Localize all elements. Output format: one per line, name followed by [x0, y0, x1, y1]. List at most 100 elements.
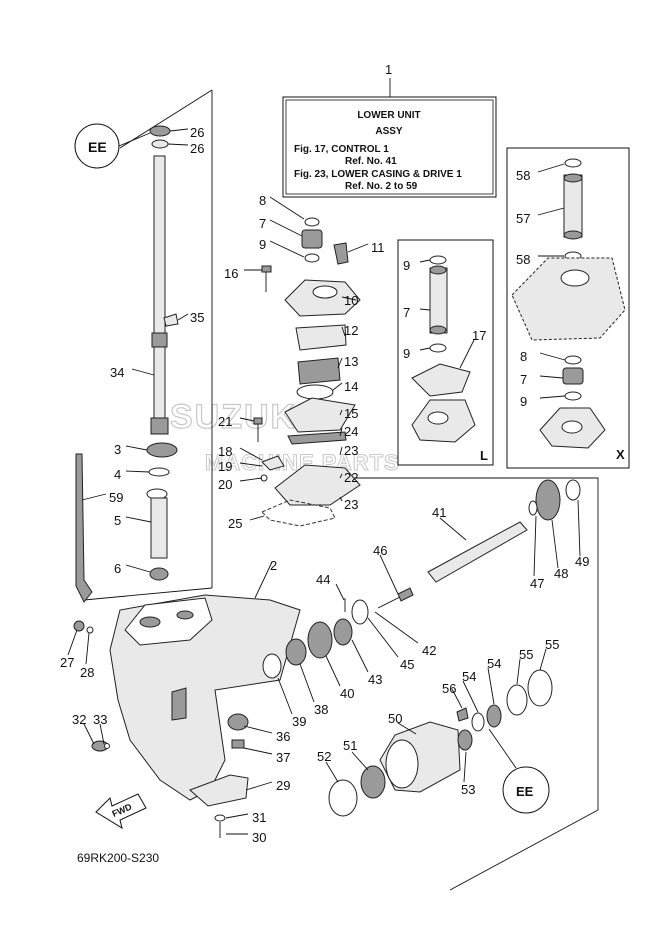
- callout-leader-5: [125, 516, 152, 523]
- callout-leader-23: [339, 496, 343, 502]
- callout-leader-43: [351, 639, 369, 673]
- callout-leader-50: [397, 722, 417, 735]
- callout-42: 42: [422, 643, 436, 658]
- callout-49: 49: [575, 554, 589, 569]
- callout-leader-26: [167, 143, 189, 146]
- callout-47: 47: [530, 576, 544, 591]
- callout-leader-31: [225, 813, 249, 819]
- callout-leader-42: [374, 611, 419, 644]
- callout-leader-11: [347, 243, 369, 253]
- callout-56: 56: [442, 681, 456, 696]
- callout-4: 4: [114, 467, 121, 482]
- callout-leader-33: [99, 723, 105, 745]
- callout-leader-9: [419, 259, 431, 263]
- callout-15: 15: [344, 406, 358, 421]
- propeller-housing-assembly: EE: [328, 669, 553, 817]
- callout-14: 14: [344, 379, 358, 394]
- callout-6: 6: [114, 561, 121, 576]
- callout-58: 58: [516, 252, 530, 267]
- svg-text:EE: EE: [88, 139, 107, 155]
- callout-55: 55: [545, 637, 559, 652]
- callout-16: 16: [224, 266, 238, 281]
- callout-13: 13: [344, 354, 358, 369]
- callout-leader-24: [339, 427, 343, 437]
- callout-25: 25: [228, 516, 242, 531]
- info-box-line3: Fig. 23, LOWER CASING & DRIVE 1: [294, 169, 462, 180]
- callout-53: 53: [461, 782, 475, 797]
- callout-leader-54: [487, 667, 495, 705]
- callout-leader-18: [239, 447, 263, 461]
- callout-leader-21: [239, 417, 255, 422]
- callout-9: 9: [520, 394, 527, 409]
- callout-26: 26: [190, 125, 204, 140]
- callout-31: 31: [252, 810, 266, 825]
- water-pump-assembly: [253, 217, 361, 527]
- variant-box-x: X: [506, 147, 630, 469]
- svg-text:EE: EE: [516, 784, 534, 799]
- callout-leader-58: [537, 163, 565, 173]
- callout-7: 7: [403, 305, 410, 320]
- info-box-line4: Ref. No. 2 to 59: [345, 181, 418, 192]
- info-box-line2: Ref. No. 41: [345, 156, 397, 167]
- callout-leader-3: [125, 445, 148, 451]
- callout-22: 22: [344, 470, 358, 485]
- callout-5: 5: [114, 513, 121, 528]
- callout-28: 28: [80, 665, 94, 680]
- callout-leader-22: [339, 473, 343, 479]
- callout-leader-34: [131, 368, 155, 376]
- callout-leader-55: [539, 648, 547, 671]
- callout-leader-48: [551, 519, 559, 569]
- callout-7: 7: [520, 372, 527, 387]
- callout-10: 10: [344, 293, 358, 308]
- callout-leader-25: [249, 515, 265, 521]
- main-frame: [83, 89, 599, 891]
- callout-leader-53: [463, 751, 467, 783]
- callout-leader-40: [325, 655, 341, 687]
- callout-leader-13: [337, 357, 343, 369]
- callout-leader-9: [419, 347, 431, 351]
- callout-7: 7: [259, 216, 266, 231]
- callout-2: 2: [270, 558, 277, 573]
- callout-leader-38: [299, 663, 315, 703]
- callout-leader-7: [419, 308, 431, 311]
- figure-code: 69RK200-S230: [77, 851, 159, 865]
- callout-46: 46: [373, 543, 387, 558]
- callout-44: 44: [316, 572, 330, 587]
- callout-54: 54: [487, 656, 501, 671]
- callout-17: 17: [472, 328, 486, 343]
- callout-33: 33: [93, 712, 107, 727]
- callout-3: 3: [114, 442, 121, 457]
- callout-leader-52: [325, 761, 339, 783]
- callout-leader-54: [462, 680, 479, 713]
- callout-leader-10: [341, 296, 357, 301]
- callout-leader-55: [516, 658, 521, 685]
- callout-leader-39: [277, 677, 293, 715]
- fwd-arrow: FWD: [95, 793, 147, 830]
- propeller-shaft-assembly: [262, 479, 581, 679]
- callout-55: 55: [519, 647, 533, 662]
- callout-52: 52: [317, 749, 331, 764]
- callout-38: 38: [314, 702, 328, 717]
- drive-shaft-assembly: EE: [74, 123, 179, 603]
- callout-57: 57: [516, 211, 530, 226]
- callout-9: 9: [403, 258, 410, 273]
- callout-21: 21: [218, 414, 232, 429]
- callout-9: 9: [259, 237, 266, 252]
- callout-32: 32: [72, 712, 86, 727]
- variant-x-label: X: [616, 447, 625, 462]
- lower-casing: [73, 594, 301, 838]
- callout-leader-41: [439, 517, 467, 541]
- callout-30: 30: [252, 830, 266, 845]
- callout-8: 8: [259, 193, 266, 208]
- callout-12: 12: [344, 323, 358, 338]
- callout-23: 23: [344, 497, 358, 512]
- variant-box-l: L: [397, 239, 494, 466]
- callout-leader-8: [539, 352, 566, 361]
- callout-leader-9: [539, 395, 566, 399]
- callout-51: 51: [343, 738, 357, 753]
- callout-45: 45: [400, 657, 414, 672]
- info-box: 1 LOWER UNIT ASSY Fig. 17, CONTROL 1 Ref…: [282, 62, 497, 198]
- callout-leader-23: [339, 446, 343, 456]
- watermark: SUZUKI MACHINE PARTS: [169, 397, 399, 475]
